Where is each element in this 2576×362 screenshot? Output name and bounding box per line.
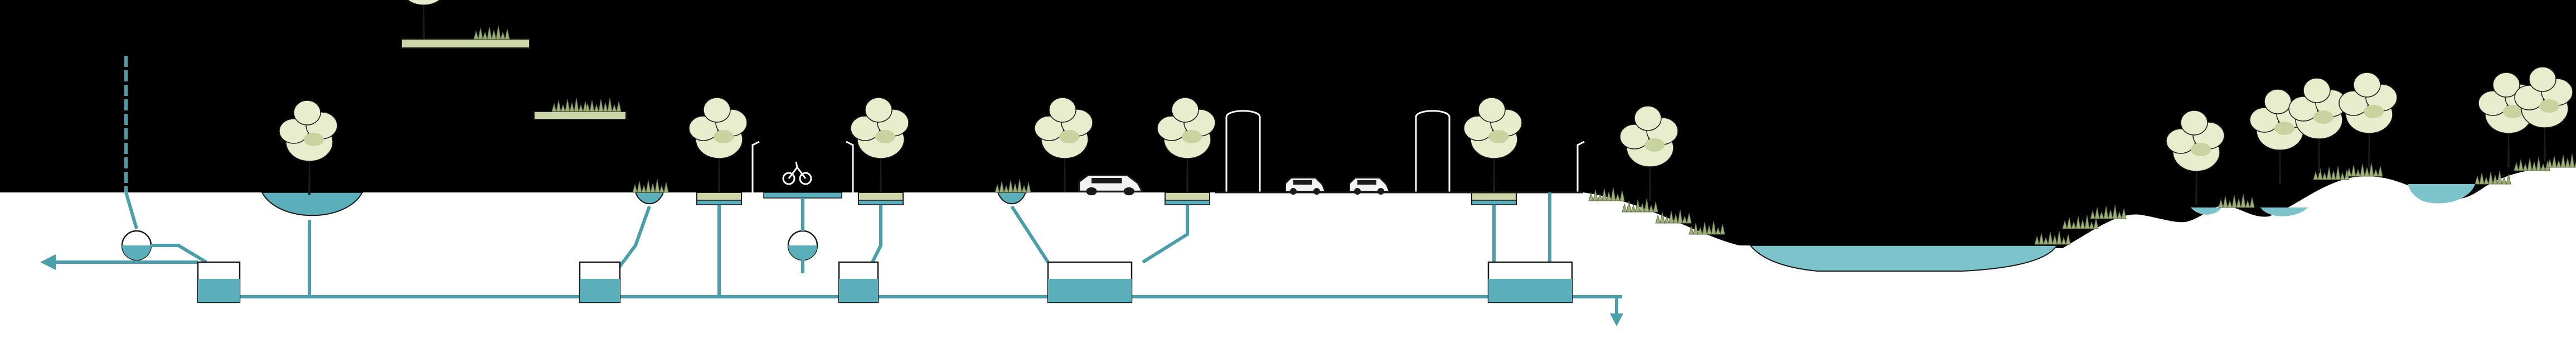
small-pond — [2260, 207, 2308, 216]
manhole-chamber-icon — [1047, 261, 1133, 303]
outflow-arrow — [40, 254, 1623, 326]
bioswale — [261, 100, 363, 216]
storage-tank-icon — [121, 230, 152, 261]
manhole-chamber-icon — [838, 261, 879, 303]
downpipe — [124, 56, 138, 229]
manhole-chamber-icon — [1487, 261, 1573, 303]
inlet-basin — [994, 178, 1031, 205]
street-lamp-icon — [751, 110, 1585, 192]
drainage-network — [45, 192, 1622, 318]
green-roof-panel — [393, 0, 530, 49]
manhole-chamber-icon — [197, 261, 241, 303]
manhole-chamber-icon — [579, 261, 621, 303]
lagoon — [2408, 184, 2475, 204]
bicycle-icon — [782, 161, 812, 185]
storage-tank-icon — [787, 230, 818, 261]
inlet-basin — [632, 178, 669, 205]
permeable-paving — [763, 192, 842, 199]
small-pond — [2191, 207, 2221, 215]
ground-profile — [0, 166, 2576, 362]
green-roof-panel — [533, 98, 627, 120]
retention-pond — [1749, 245, 2058, 272]
